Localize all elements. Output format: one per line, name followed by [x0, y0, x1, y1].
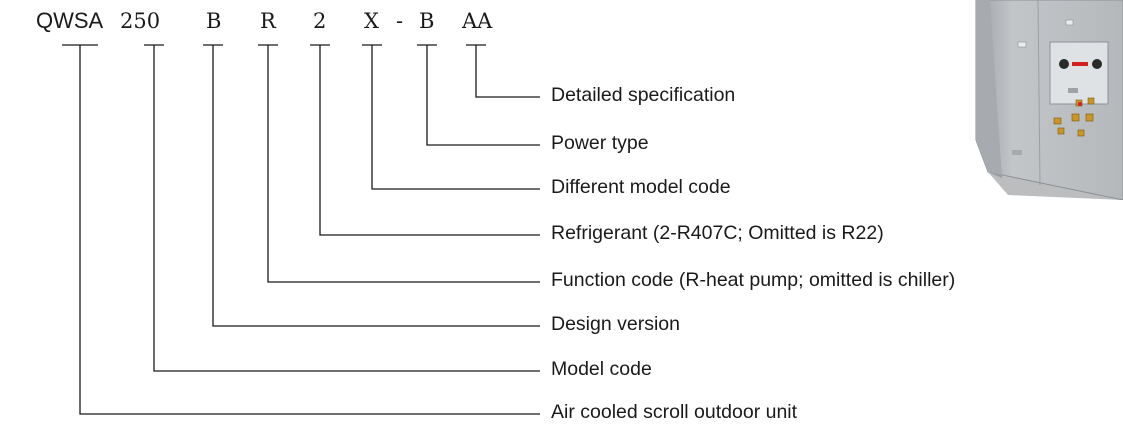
desc-power-type: Power type	[551, 132, 649, 154]
code-series: QWSA	[36, 8, 104, 33]
code-design-version: B	[206, 9, 222, 33]
code-different-model: X	[364, 9, 379, 33]
leader-qwsa	[79, 45, 540, 415]
leader-250	[153, 45, 540, 372]
desc-different-model-code: Different model code	[551, 176, 731, 198]
leader-b	[212, 45, 540, 327]
desc-function-code: Function code (R-heat pump; omitted is c…	[551, 269, 956, 291]
leader-x	[371, 45, 540, 190]
code-separator: -	[396, 9, 404, 33]
code-refrigerant: 2	[313, 9, 327, 33]
code-power-type: B	[419, 9, 435, 33]
outdoor-unit-photo	[975, 0, 1123, 200]
code-model-number: 250	[120, 9, 161, 33]
leader-aa	[475, 45, 540, 98]
leader-b2	[426, 45, 540, 146]
desc-design-version: Design version	[551, 313, 680, 335]
code-detailed-spec: AA	[462, 9, 493, 33]
leader-r	[267, 45, 540, 283]
leader-2	[319, 45, 540, 236]
desc-refrigerant: Refrigerant (2-R407C; Omitted is R22)	[551, 222, 884, 244]
code-function: R	[260, 9, 276, 33]
desc-air-cooled-unit: Air cooled scroll outdoor unit	[551, 401, 798, 423]
desc-detailed-specification: Detailed specification	[551, 84, 736, 106]
desc-model-code: Model code	[551, 358, 652, 380]
